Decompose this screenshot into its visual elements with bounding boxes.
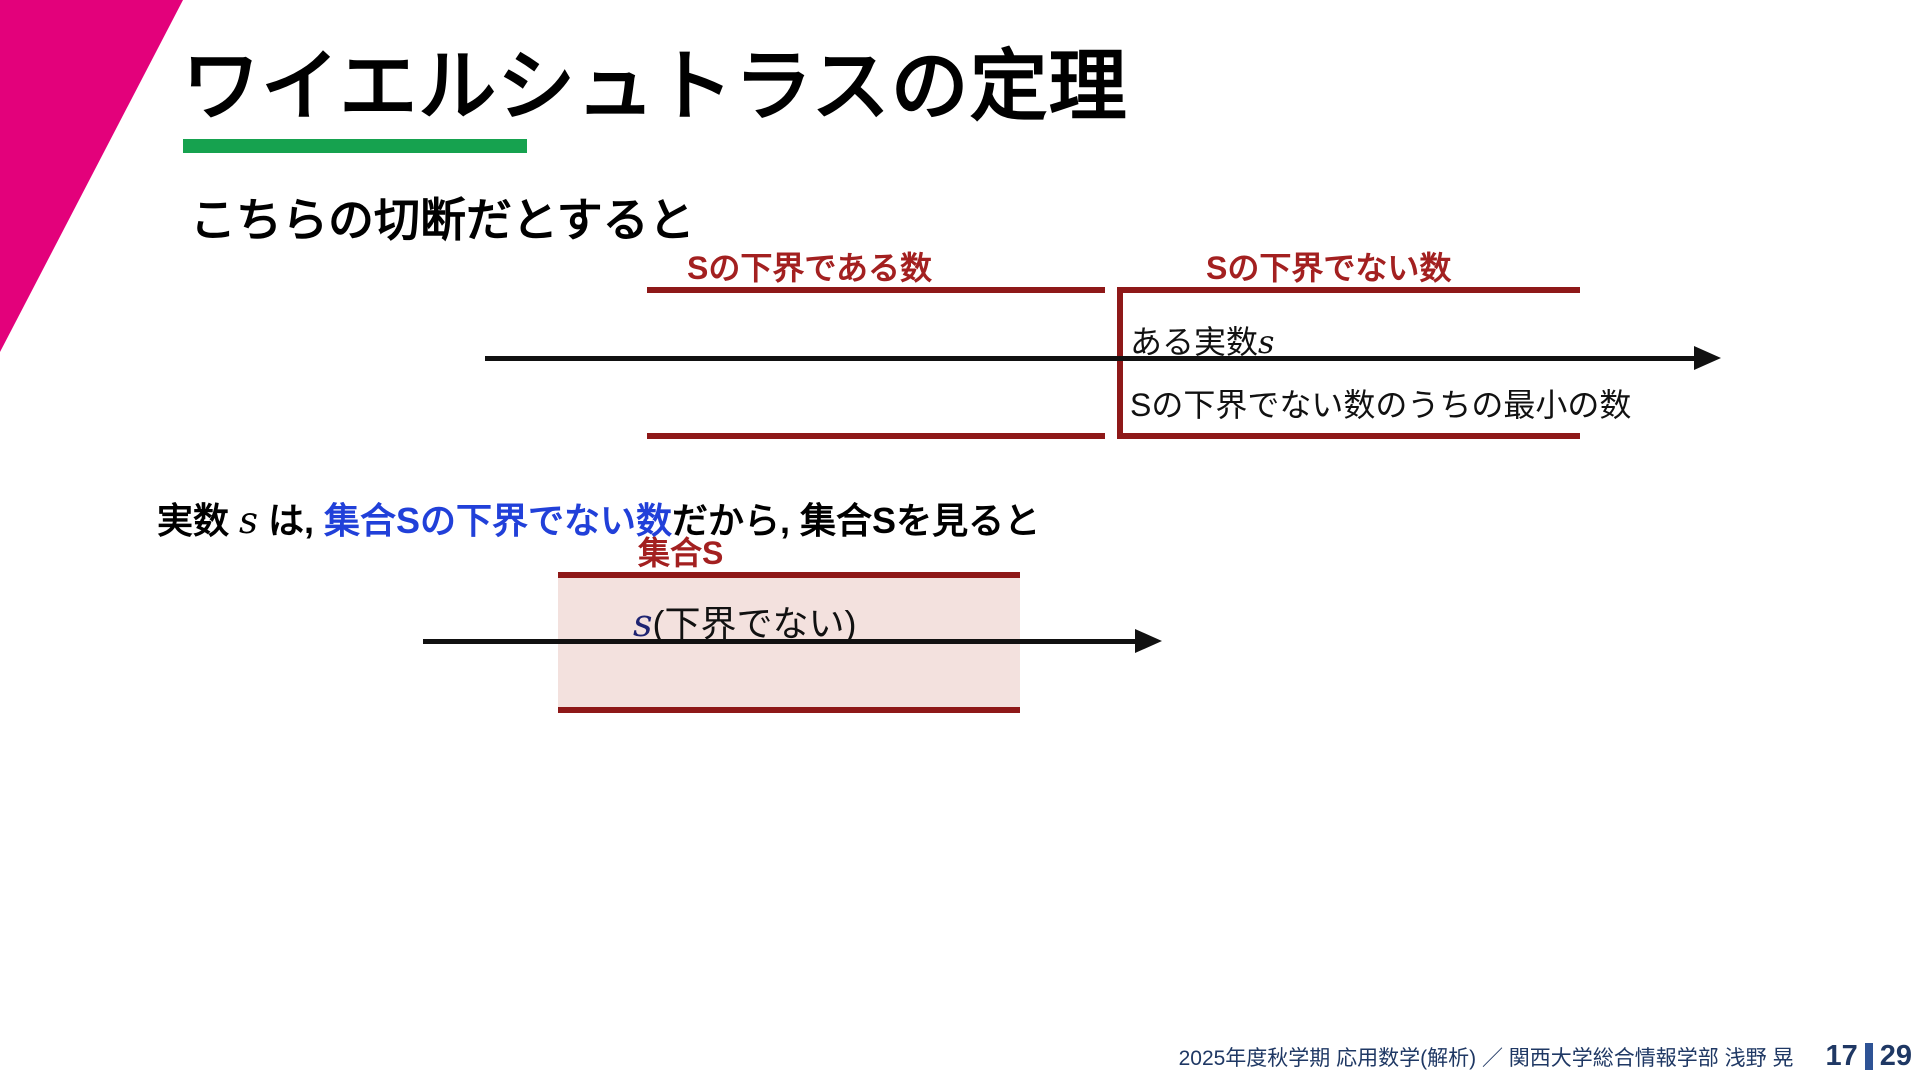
bracket-bottom-right-line	[1117, 433, 1580, 439]
number-line-1-arrowhead-icon	[1694, 346, 1721, 370]
box-note: (下界でない)	[652, 603, 857, 644]
box-annotation: s(下界でない)	[633, 595, 857, 647]
bracket-top-right-line	[1117, 287, 1580, 293]
page-number-total: 29	[1879, 1040, 1912, 1072]
slide-title: ワイエルシュトラスの定理	[182, 42, 1128, 130]
statement-text: 実数 s は, 集合Sの下界でない数だから, 集合Sを見ると	[157, 492, 1040, 544]
title-underline	[183, 139, 527, 153]
label-not-lower-bound-numbers: Sの下界でない数	[1206, 250, 1452, 286]
number-line-2-arrowhead-icon	[1135, 629, 1162, 653]
corner-accent-shape	[0, 0, 183, 352]
statement-variable-s: s	[239, 499, 259, 542]
bracket-top-left-line	[647, 287, 1105, 293]
footer: 2025年度秋学期 応用数学(解析) ／ 関西大学総合情報学部 浅野 晃 17 …	[0, 1040, 1912, 1073]
bracket-bottom-left-line	[647, 433, 1105, 439]
page-number-separator	[1864, 1043, 1873, 1070]
statement-highlight: 集合Sの下界でない数	[324, 500, 673, 541]
statement-part3: だから, 集合Sを見ると	[672, 500, 1041, 541]
label-set-s: 集合S	[638, 535, 724, 571]
box-variable-s: s	[633, 601, 653, 645]
footer-course-info: 2025年度秋学期 応用数学(解析) ／ 関西大学総合情報学部 浅野 晃	[1178, 1046, 1794, 1070]
annotation-some-real-number: ある実数s	[1130, 317, 1274, 363]
statement-part1: 実数	[157, 500, 240, 541]
slide-subtitle: こちらの切断だとすると	[190, 194, 695, 246]
annotation-minimum-number: Sの下界でない数のうちの最小の数	[1130, 387, 1632, 423]
annotation-some-real-prefix: ある実数	[1130, 324, 1259, 360]
label-lower-bound-numbers: Sの下界である数	[687, 250, 933, 286]
number-line-1	[485, 356, 1697, 361]
variable-s: s	[1258, 323, 1275, 361]
number-line-2	[423, 639, 1138, 644]
statement-part2: は,	[258, 500, 325, 541]
page-number-current: 17	[1825, 1040, 1858, 1072]
cut-vertical-line	[1117, 287, 1123, 439]
